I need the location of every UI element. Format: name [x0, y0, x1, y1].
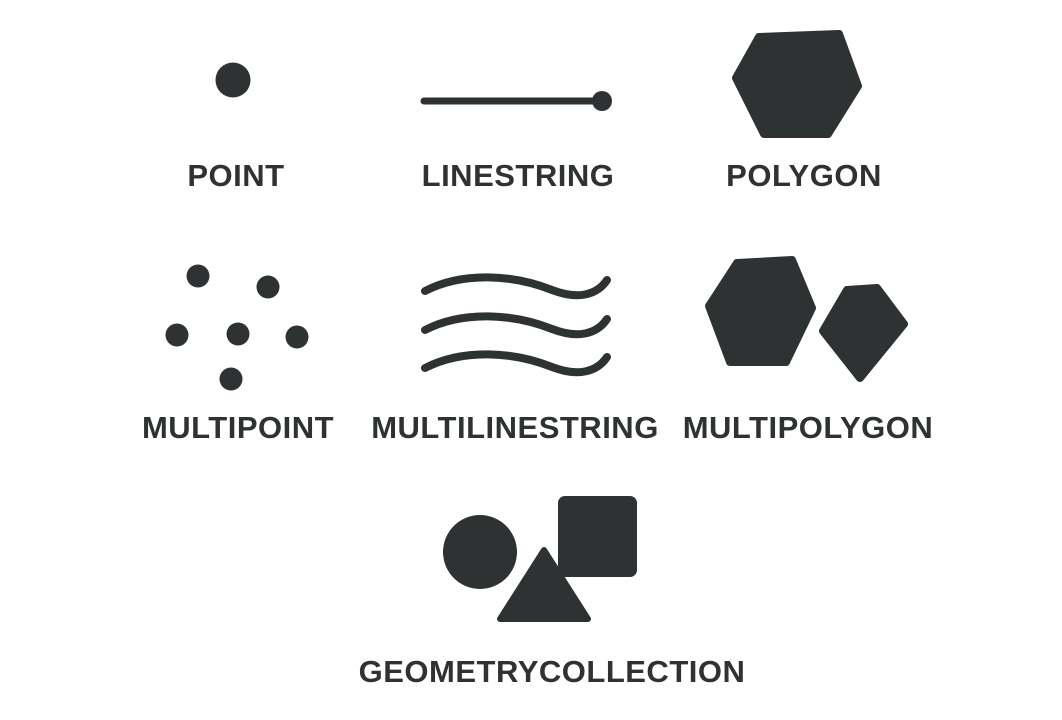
multipolygon-label: MULTIPOLYGON: [682, 410, 934, 445]
geometrycollection-icon: [443, 496, 637, 622]
multipolygon-icon: [705, 256, 908, 382]
linestring-icon: [420, 91, 612, 111]
multipoint-label: MULTIPOINT: [141, 410, 335, 445]
linestring-label: LINESTRING: [421, 158, 615, 193]
point-icon: [215, 62, 251, 98]
multipoint-icon: [165, 264, 309, 391]
multilinestring-label: MULTILINESTRING: [371, 410, 659, 445]
multilinestring-icon: [421, 273, 611, 377]
geometrycollection-label: GEOMETRYCOLLECTION: [358, 654, 746, 689]
polygon-label: POLYGON: [726, 158, 882, 193]
polygon-icon: [732, 30, 862, 138]
point-label: POINT: [187, 158, 285, 193]
